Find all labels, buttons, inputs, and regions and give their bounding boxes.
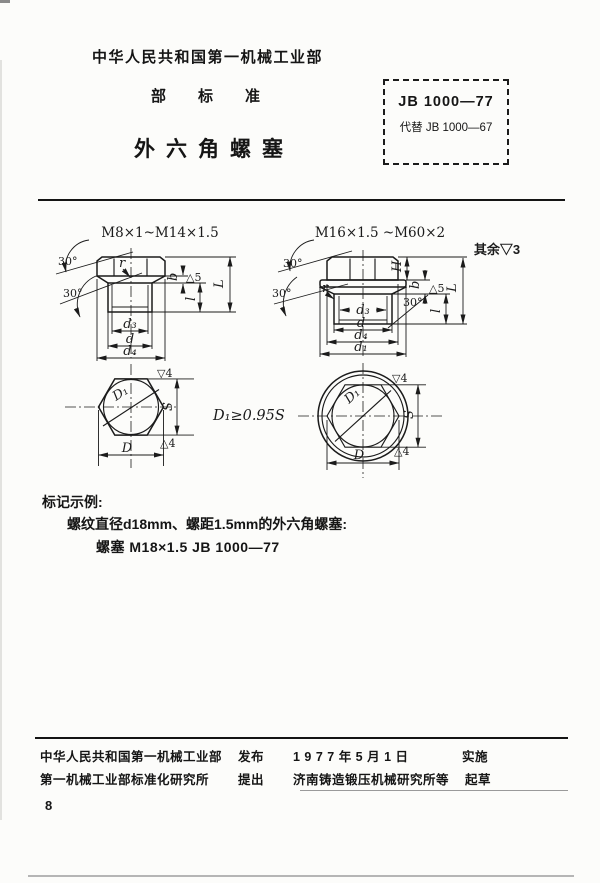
left-S-label: S	[161, 402, 176, 411]
left-bottom-view	[65, 364, 194, 468]
example-heading: 标记示例:	[42, 494, 103, 510]
footer-implement-verb: 实施	[462, 750, 489, 764]
left-d3-label: d₃	[123, 317, 137, 332]
left-D-label: D	[121, 441, 133, 456]
page-number: 8	[45, 798, 53, 813]
footer-rule	[35, 737, 568, 739]
document-title: 外六角螺塞	[134, 138, 294, 161]
left-finish4-bottom-mark: △4	[160, 437, 175, 450]
example-description: 螺纹直径d18mm、螺距1.5mm的外六角螺塞:	[67, 516, 348, 532]
right-r-label: r	[322, 281, 329, 296]
right-angle30-upper-label: 30°	[283, 257, 303, 270]
right-dimension-lines	[319, 256, 467, 357]
footer-date: 1 9 7 7 年 5 月 1 日	[293, 750, 409, 764]
footer-issue-verb: 发布	[238, 750, 265, 764]
standard-number-box: JB 1000—77 代替 JB 1000—67	[383, 79, 509, 165]
right-finish4-top-mark: ▽4	[392, 372, 407, 385]
footer-issuer: 中华人民共和国第一机械工业部	[40, 750, 223, 764]
replaces-note: 代替 JB 1000—67	[399, 122, 493, 134]
right-angle30-lower-label: 30°	[272, 287, 292, 300]
left-L-label: L	[212, 279, 227, 289]
left-angle-callouts	[55, 239, 143, 318]
left-d-label: d	[126, 332, 134, 347]
left-finish4-top-mark: ▽4	[157, 367, 172, 380]
left-dimension-lines	[96, 256, 236, 361]
footer-proposer: 第一机械工业部标准化研究所	[40, 773, 210, 787]
scan-speck-top-left	[0, 0, 10, 3]
right-finish5-mark: △5	[429, 282, 444, 295]
d1-formula: D₁≥0.95S	[212, 408, 285, 424]
right-angle-callouts	[273, 239, 429, 329]
standard-level: 部标准	[151, 88, 293, 105]
footer-drafter: 济南铸造锻压机械研究所等	[293, 773, 450, 787]
right-S-label: S	[402, 410, 417, 419]
left-r-label: r	[119, 256, 126, 271]
ministry-name: 中华人民共和国第一机械工业部	[92, 49, 324, 66]
right-finish4-bottom-mark: △4	[394, 445, 409, 458]
surface-note: 其余▽3	[474, 242, 520, 257]
right-H-label: H	[390, 260, 405, 273]
left-l-label: l	[184, 297, 199, 301]
header-rule	[38, 199, 565, 201]
left-b-label: b	[166, 273, 181, 281]
example-designation: 螺塞 M18×1.5 JB 1000—77	[96, 539, 280, 555]
right-d1-label: d₁	[354, 340, 368, 355]
right-L-label: L	[445, 283, 460, 293]
scan-smudge-bottom	[28, 875, 574, 877]
right-angle30-chamfer-label: 30°	[403, 296, 423, 309]
scan-smudge-left	[0, 60, 2, 820]
right-b-label: b	[408, 281, 423, 289]
left-d4-label: d₄	[123, 344, 137, 359]
standard-code: JB 1000—77	[398, 94, 494, 110]
technical-drawing: M8×1~M14×1.5 30° 30° r	[55, 225, 520, 478]
footer-propose-verb: 提出	[238, 773, 265, 787]
right-d4-label: d₄	[354, 328, 368, 343]
right-l-label: l	[429, 309, 444, 313]
right-D1-label: D₁	[341, 385, 363, 407]
left-angle30-lower-label: 30°	[63, 287, 83, 300]
footer-draft-verb: 起草	[465, 773, 492, 787]
right-D-label: D	[353, 448, 365, 463]
footer-faint-rule	[300, 790, 568, 791]
left-angle30-upper-label: 30°	[58, 255, 78, 268]
right-bottom-view	[298, 363, 442, 478]
left-range-title: M8×1~M14×1.5	[101, 225, 218, 241]
right-range-title: M16×1.5 ~M60×2	[315, 225, 445, 241]
right-d3-label: d₃	[356, 303, 370, 318]
left-finish5-mark: △5	[186, 271, 201, 284]
right-d-label: d	[357, 316, 365, 331]
